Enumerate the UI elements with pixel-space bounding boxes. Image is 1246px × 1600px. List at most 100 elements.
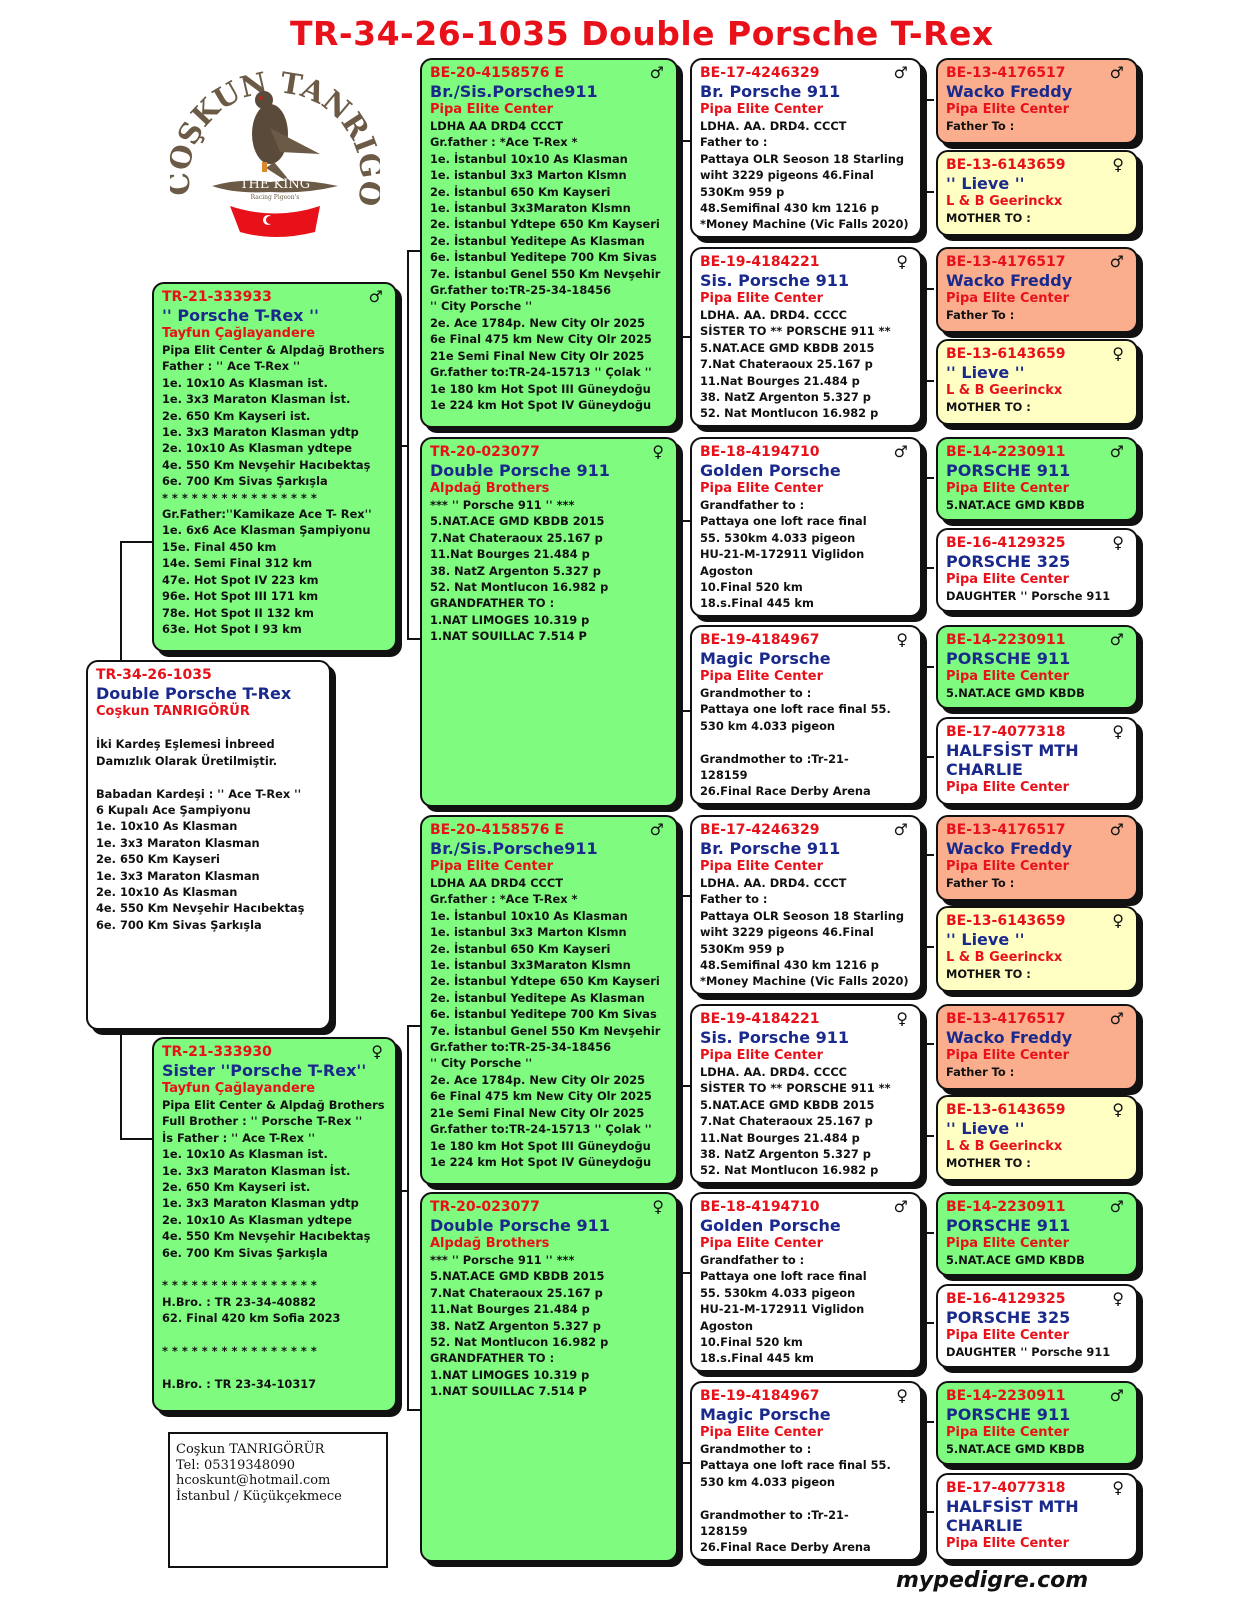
ring-number: BE-17-4077318 — [946, 724, 1066, 740]
pigeon-name: '' Lieve '' — [946, 930, 1025, 949]
pigeon-info: 5.NAT.ACE GMD KBDB — [946, 685, 1128, 701]
owner-name: Pipa Elite Center — [946, 669, 1069, 684]
info-line: GRANDFATHER TO : — [430, 1351, 555, 1366]
ring-number: BE-13-4176517 — [946, 254, 1066, 270]
pedigree-card-dam[interactable]: TR-21-333930♀Sister ''Porsche T-Rex''Tay… — [152, 1037, 397, 1412]
info-line: Gr.father to:TR-25-34-18456 — [430, 1040, 612, 1055]
info-line: Agoston — [700, 563, 753, 578]
pigeon-name: Double Porsche 911 — [430, 1216, 610, 1235]
logo-sub2-text: Racing Pigeon's — [251, 194, 300, 201]
connector — [676, 1085, 690, 1087]
connector — [924, 477, 934, 479]
info-line — [96, 720, 321, 736]
owner-name: Pipa Elite Center — [946, 572, 1069, 587]
info-line: Gr.father to:TR-24-15713 '' Çolak '' — [430, 1122, 652, 1137]
info-line: 1e. 3x3 Maraton Klasman ydtp — [162, 1196, 359, 1211]
pedigree-card-sire[interactable]: TR-21-333933♂'' Porsche T-Rex ''Tayfun Ç… — [152, 282, 397, 652]
connector — [924, 854, 934, 856]
pigeon-name: HALFSİST MTH CHARLIE — [946, 741, 1079, 779]
info-line — [162, 1261, 387, 1277]
info-line: 7.Nat Chateraoux 25.167 p — [700, 1114, 873, 1129]
pedigree-card-ggg2[interactable]: BE-13-6143659♀'' Lieve ''L & B Geerinckx… — [936, 150, 1138, 236]
info-line: 1e 180 km Hot Spot III Güneydoğu — [430, 381, 651, 396]
owner-name: Pipa Elite Center — [700, 1236, 823, 1251]
info-line: 78e. Hot Spot II 132 km — [162, 605, 314, 620]
info-line: 38. NatZ Argenton 5.327 p — [700, 390, 871, 405]
info-line: MOTHER TO : — [946, 211, 1031, 225]
info-line: LDHA. AA. DRD4. CCCC — [700, 1065, 848, 1079]
info-line: 52. Nat Montlucon 16.982 p — [430, 1335, 609, 1350]
male-icon: ♂ — [1109, 1386, 1124, 1405]
footer-site[interactable]: mypedigre.com — [896, 1568, 1089, 1593]
info-line: 2e. İstanbul Yeditepe As Klasman — [430, 233, 645, 248]
connector — [924, 666, 926, 758]
info-line: H.Bro. : TR 23-34-10317 — [162, 1376, 317, 1391]
info-line: Father to : — [700, 892, 768, 907]
female-icon: ♀ — [1112, 533, 1124, 552]
owner-name: Pipa Elite Center — [946, 859, 1069, 874]
info-line: 5.NAT.ACE GMD KBDB — [946, 686, 1085, 700]
info-line: MOTHER TO : — [946, 967, 1031, 981]
info-line: wiht 3229 pigeons 46.Final — [700, 168, 874, 183]
info-line: 48.Semifinal 430 km 1216 p — [700, 201, 879, 216]
info-line: 1e. 3x3 Maraton Klasman — [96, 868, 260, 883]
info-line: HU-21-M-172911 Viglidon — [700, 547, 865, 562]
pedigree-card-ggg4[interactable]: BE-13-6143659♀'' Lieve ''L & B Geerinckx… — [936, 339, 1138, 425]
contact-line[interactable]: hcoskunt@hotmail.com — [176, 1473, 331, 1488]
owner-name: Alpdağ Brothers — [430, 1236, 550, 1251]
ring-number: BE-13-4176517 — [946, 822, 1066, 838]
pigeon-name: PORSCHE 325 — [946, 1308, 1071, 1327]
owner-name: L & B Geerinckx — [946, 383, 1063, 398]
info-line: Pattaya OLR Seoson 18 Starling — [700, 908, 904, 923]
female-icon: ♀ — [896, 1386, 908, 1405]
info-line — [162, 1360, 387, 1376]
pigeon-info: 5.NAT.ACE GMD KBDB — [946, 497, 1128, 513]
contact-line: İstanbul / Küçükçekmece — [176, 1488, 342, 1504]
pigeon-info: DAUGHTER '' Porsche 911 — [946, 588, 1128, 604]
pigeon-name: Wacko Freddy — [946, 271, 1073, 290]
info-line: Gr.father : *Ace T-Rex * — [430, 135, 578, 150]
connector — [924, 666, 934, 668]
connector — [676, 1272, 690, 1274]
info-line: 10.Final 520 km — [700, 1335, 803, 1350]
ring-number: BE-19-4184967 — [700, 1388, 820, 1404]
pigeon-name: Magic Porsche — [700, 1405, 831, 1424]
info-line: Gr.father to:TR-24-15713 '' Çolak '' — [430, 365, 652, 380]
pedigree-card-ggg10[interactable]: BE-13-6143659♀'' Lieve ''L & B Geerinckx… — [936, 906, 1138, 992]
pedigree-card-ggg12[interactable]: BE-13-6143659♀'' Lieve ''L & B Geerinckx… — [936, 1095, 1138, 1181]
male-icon: ♂ — [893, 1197, 908, 1216]
ring-number: BE-16-4129325 — [946, 535, 1066, 551]
info-line: 2e. İstanbul 650 Km Kayseri — [430, 184, 611, 199]
info-line: 5.NAT.ACE GMD KBDB 2015 — [700, 340, 875, 355]
owner-name: Alpdağ Brothers — [430, 481, 550, 496]
